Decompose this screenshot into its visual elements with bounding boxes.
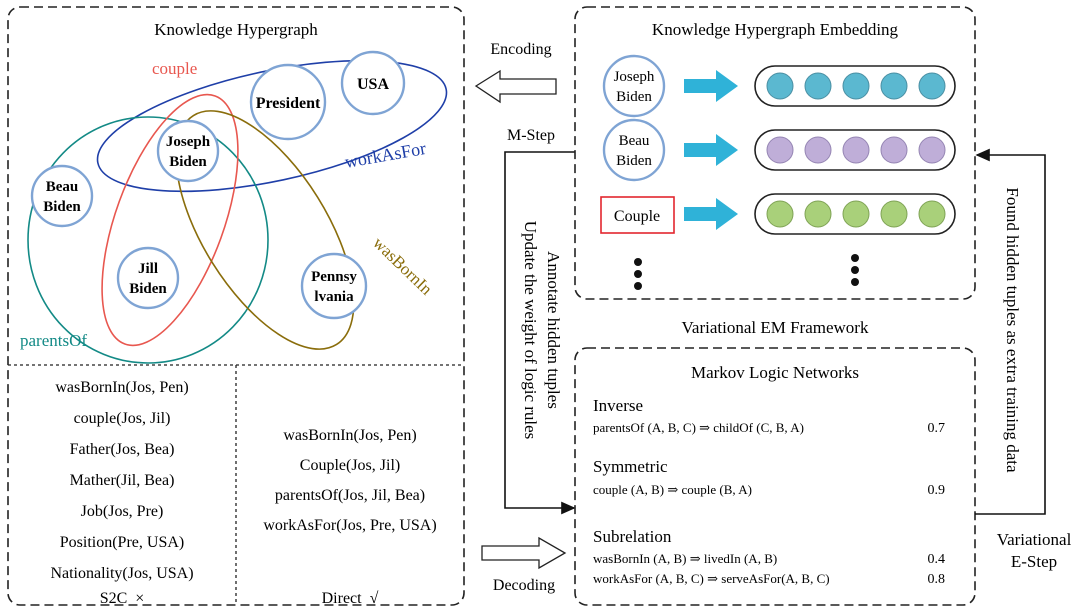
entity-label: Biden xyxy=(169,154,207,170)
decoding-label: Decoding xyxy=(493,577,555,594)
s2c-tuple: wasBornIn(Jos, Pen) xyxy=(55,379,188,396)
entity-label: Biden xyxy=(43,199,81,215)
entity-node-president[interactable]: President xyxy=(249,63,327,141)
entity-label: Joseph xyxy=(166,134,211,150)
estep-label-2: E-Step xyxy=(1011,552,1057,571)
rule-group-symmetric: Symmetric xyxy=(593,457,668,476)
entity-label: Biden xyxy=(616,89,652,105)
entity-node-jill-biden[interactable]: Jill Biden xyxy=(116,246,180,310)
embedding-arrow xyxy=(684,134,738,166)
embedding-relation-couple[interactable]: Couple xyxy=(600,196,675,234)
entity-label: Beau xyxy=(46,179,79,195)
embedding-vector-beau xyxy=(754,129,956,171)
entity-node-joseph-biden[interactable]: Joseph Biden xyxy=(156,119,220,183)
s2c-tuple: Position(Pre, USA) xyxy=(60,534,184,551)
entity-label: lvania xyxy=(314,289,354,305)
annotate-text: Annotate hidden tuples Update the weight… xyxy=(521,221,563,440)
rule-group-subrelation: Subrelation xyxy=(593,527,672,546)
hypergraph-title: Knowledge Hypergraph xyxy=(154,20,318,39)
direct-tuple-list: wasBornIn(Jos, Pen) Couple(Jos, Jil) par… xyxy=(263,427,436,607)
s2c-tuple: Father(Jos, Bea) xyxy=(70,441,175,458)
framework-label: Variational EM Framework xyxy=(682,318,869,337)
direct-label: Direct √ xyxy=(322,590,379,607)
found-label: Found hidden tuples as extra training da… xyxy=(1003,187,1022,473)
entity-label: Biden xyxy=(616,153,652,169)
hyperedge-couple xyxy=(101,93,239,347)
decoding-arrow xyxy=(481,536,567,570)
embedding-arrow xyxy=(684,198,738,230)
relation-label-parentsOf: parentsOf xyxy=(20,331,87,350)
encoding-arrow xyxy=(474,69,557,104)
entity-node-usa[interactable]: USA xyxy=(340,50,406,116)
entity-node-pennsylvania[interactable]: Pennsy lvania xyxy=(300,252,368,320)
mln-panel xyxy=(574,347,976,606)
direct-tuple: parentsOf(Jos, Jil, Bea) xyxy=(275,487,425,504)
rule-symmetric: couple (A, B) ⇒ couple (B, A) xyxy=(593,482,752,497)
embedding-entity-joseph-biden[interactable]: Joseph Biden xyxy=(602,54,666,118)
mstep-loop-arrow xyxy=(504,151,576,515)
entity-label: Jill xyxy=(138,261,158,277)
estep-label-1: Variational xyxy=(997,530,1072,549)
hypergraph-panel xyxy=(7,6,465,606)
annotate-line-2: Update the weight of logic rules xyxy=(521,221,540,440)
entity-label: Joseph xyxy=(614,69,655,85)
relation-label-workAsFor: workAsFor xyxy=(343,138,427,172)
hyperedge-parentsOf xyxy=(27,116,269,364)
entity-label: Beau xyxy=(619,133,650,149)
embedding-vector-joseph xyxy=(754,65,956,107)
embedding-vector-couple xyxy=(754,193,956,235)
rule-weight: 0.7 xyxy=(928,421,946,436)
hyperedge-workAsFor xyxy=(96,59,448,193)
rule-inverse: parentsOf (A, B, C) ⇒ childOf (C, B, A) xyxy=(593,420,804,435)
entity-node-beau-biden[interactable]: Beau Biden xyxy=(30,164,94,228)
relation-label-couple: couple xyxy=(152,59,197,78)
found-text: Found hidden tuples as extra training da… xyxy=(1003,187,1022,473)
entity-label: Pennsy xyxy=(311,269,357,285)
rule-weight: 0.8 xyxy=(928,572,946,587)
entity-label: USA xyxy=(357,76,389,93)
rule-weight: 0.4 xyxy=(928,552,946,567)
ellipsis-dots xyxy=(634,254,859,290)
s2c-tuple: couple(Jos, Jil) xyxy=(74,410,171,427)
direct-tuple: wasBornIn(Jos, Pen) xyxy=(283,427,416,444)
encoding-label: Encoding xyxy=(490,41,551,58)
rule-group-inverse: Inverse xyxy=(593,396,643,415)
annotate-line-1: Annotate hidden tuples xyxy=(544,251,563,409)
embedding-entity-beau-biden[interactable]: Beau Biden xyxy=(602,118,666,182)
rule-subrelation-1: wasBornIn (A, B) ⇒ livedIn (A, B) xyxy=(593,551,777,566)
s2c-tuple: Nationality(Jos, USA) xyxy=(50,565,193,582)
direct-tuple: Couple(Jos, Jil) xyxy=(300,457,400,474)
mstep-label: M-Step xyxy=(507,127,555,144)
s2c-tuple: Job(Jos, Pre) xyxy=(81,503,164,520)
mln-title: Markov Logic Networks xyxy=(691,363,859,382)
entity-label: President xyxy=(256,95,321,112)
embedding-title: Knowledge Hypergraph Embedding xyxy=(652,20,899,39)
relation-label-wasBornIn: wasBornIn xyxy=(369,233,436,299)
s2c-tuple-list: wasBornIn(Jos, Pen) couple(Jos, Jil) Fat… xyxy=(50,379,193,607)
direct-tuple: workAsFor(Jos, Pre, USA) xyxy=(263,517,436,534)
rule-weight: 0.9 xyxy=(928,483,946,498)
embedding-arrow xyxy=(684,70,738,102)
hyperedge-wasBornIn xyxy=(175,110,355,350)
entity-label: Biden xyxy=(129,281,167,297)
rule-subrelation-2: workAsFor (A, B, C) ⇒ serveAsFor(A, B, C… xyxy=(593,571,830,586)
estep-loop-arrow xyxy=(975,148,1046,515)
s2c-label: S2C × xyxy=(100,590,145,607)
s2c-tuple: Mather(Jil, Bea) xyxy=(70,472,175,489)
embedding-panel xyxy=(574,6,976,300)
relation-label: Couple xyxy=(614,208,660,225)
